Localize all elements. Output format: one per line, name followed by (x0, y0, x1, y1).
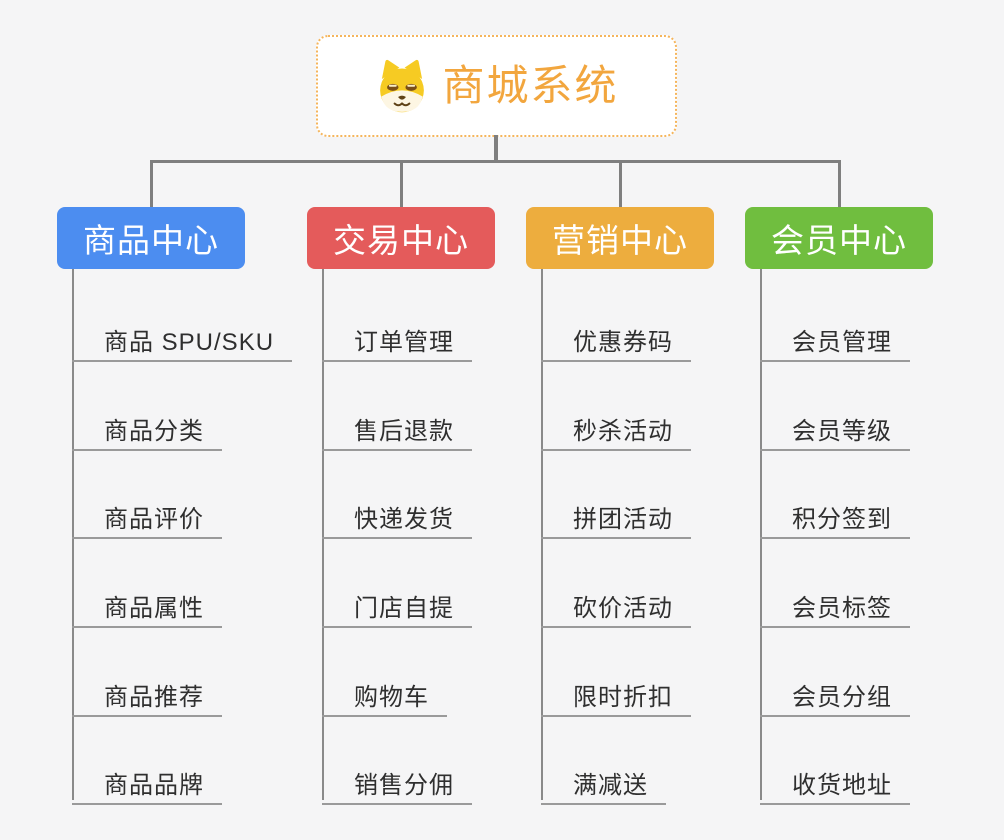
leaf-node[interactable]: 商品分类 (72, 404, 222, 451)
leaf-node[interactable]: 售后退款 (322, 404, 472, 451)
leaf-node[interactable]: 商品 SPU/SKU (72, 315, 293, 362)
root-stem-line (494, 135, 498, 162)
branch-drop-line (150, 160, 153, 208)
leaf-node[interactable]: 订单管理 (322, 315, 472, 362)
leaf-node[interactable]: 商品品牌 (72, 758, 222, 805)
leaf-node[interactable]: 秒杀活动 (541, 404, 691, 451)
leaf-node[interactable]: 拼团活动 (541, 492, 691, 539)
branch-node[interactable]: 会员中心 (745, 207, 933, 269)
leaf-node[interactable]: 限时折扣 (541, 670, 691, 717)
branch-spine-line (322, 269, 324, 800)
branch-spine-line (541, 269, 543, 800)
leaf-node[interactable]: 商品推荐 (72, 670, 222, 717)
root-title: 商城系统 (442, 62, 619, 109)
horizontal-connector-line (150, 160, 839, 163)
branch-drop-line (619, 160, 622, 208)
leaf-node[interactable]: 快递发货 (322, 492, 472, 539)
leaf-node[interactable]: 商品评价 (72, 492, 222, 539)
root-node[interactable]: 商城系统 (316, 35, 677, 137)
leaf-node[interactable]: 会员管理 (760, 315, 910, 362)
leaf-node[interactable]: 砍价活动 (541, 581, 691, 628)
branch-node[interactable]: 交易中心 (307, 207, 495, 269)
leaf-node[interactable]: 销售分佣 (322, 758, 472, 805)
leaf-node[interactable]: 商品属性 (72, 581, 222, 628)
shiba-dog-icon (380, 59, 425, 113)
leaf-node[interactable]: 满减送 (541, 758, 666, 805)
branch-spine-line (760, 269, 762, 800)
branch-spine-line (72, 269, 74, 800)
branch-node[interactable]: 商品中心 (57, 207, 245, 269)
leaf-node[interactable]: 优惠券码 (541, 315, 691, 362)
leaf-node[interactable]: 购物车 (322, 670, 447, 717)
branch-drop-line (838, 160, 841, 208)
leaf-node[interactable]: 会员标签 (760, 581, 910, 628)
leaf-node[interactable]: 收货地址 (760, 758, 910, 805)
leaf-node[interactable]: 门店自提 (322, 581, 472, 628)
branch-node[interactable]: 营销中心 (526, 207, 714, 269)
leaf-node[interactable]: 会员等级 (760, 404, 910, 451)
leaf-node[interactable]: 会员分组 (760, 670, 910, 717)
branch-drop-line (400, 160, 403, 208)
leaf-node[interactable]: 积分签到 (760, 492, 910, 539)
